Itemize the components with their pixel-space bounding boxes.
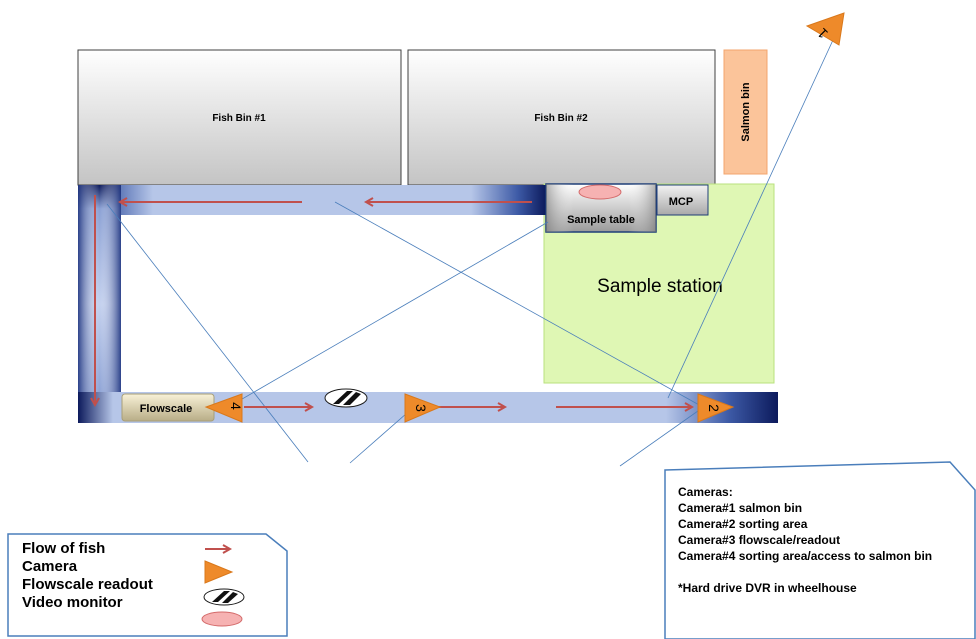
flowscale-readout-icon [324, 388, 368, 408]
legend-item-flowscale-readout: Flowscale readout [22, 576, 153, 593]
legend-item-video-monitor: Video monitor [22, 594, 123, 611]
legend-icons [201, 544, 245, 627]
flow-arrow-icon [244, 402, 315, 412]
camera-4-number: 4 [228, 402, 244, 410]
camera-2-icon: 2 [697, 393, 735, 423]
legend-item-flow: Flow of fish [22, 540, 106, 557]
camera-4-icon: 4 [204, 393, 244, 423]
flowscale-readout-icon [203, 588, 245, 606]
flow-arrow-icon [117, 197, 302, 207]
legend: Flow of fish Camera Flowscale readout Vi… [22, 540, 153, 612]
camera-sight-lines [106, 26, 840, 467]
cameras-note-line: Camera#1 salmon bin [678, 501, 803, 515]
flow-arrows [90, 195, 695, 412]
camera-2-number: 2 [706, 404, 722, 412]
fish-bin-2-label: Fish Bin #2 [534, 113, 588, 124]
mcp-label: MCP [669, 196, 693, 208]
legend-item-camera: Camera [22, 558, 78, 575]
camera-3-icon: 3 [404, 393, 442, 423]
cameras-note-line: Camera#3 flowscale/readout [678, 533, 841, 547]
flowscale-label: Flowscale [140, 403, 193, 415]
cameras-note-box [664, 461, 976, 639]
camera-triangle-icon [204, 560, 234, 584]
conveyor-top [78, 185, 546, 215]
video-monitor-icon [201, 611, 243, 627]
mcp-box [656, 184, 709, 216]
salmon-bin [723, 49, 768, 175]
conveyor-left-shade [78, 185, 121, 423]
cameras-note-line: Camera#2 sorting area [678, 517, 808, 531]
flow-arrow-icon [90, 195, 100, 408]
cameras-note-spacer [678, 564, 958, 580]
flow-arrow-icon [437, 402, 508, 412]
video-monitor-icon [578, 184, 622, 200]
fish-bin-2 [407, 49, 716, 186]
flow-arrow-icon [205, 544, 233, 554]
camera-1-icon: 1 [805, 12, 845, 46]
legend-box [7, 533, 288, 637]
flow-arrow-icon [556, 402, 695, 412]
sample-station-label: Sample station [597, 276, 723, 297]
fish-bin-1-label: Fish Bin #1 [212, 113, 266, 124]
salmon-bin-label: Salmon bin [740, 82, 752, 142]
cameras-note-title: Cameras: [678, 485, 733, 499]
cameras-note: Cameras: Camera#1 salmon bin Camera#2 so… [678, 484, 958, 596]
fish-bin-1 [77, 49, 402, 186]
camera-3-number: 3 [413, 404, 429, 412]
sample-table-label: Sample table [567, 214, 635, 226]
flow-arrow-icon [363, 197, 532, 207]
cameras-note-line: Camera#4 sorting area/access to salmon b… [678, 549, 933, 563]
cameras-note-footnote: *Hard drive DVR in wheelhouse [678, 581, 857, 595]
